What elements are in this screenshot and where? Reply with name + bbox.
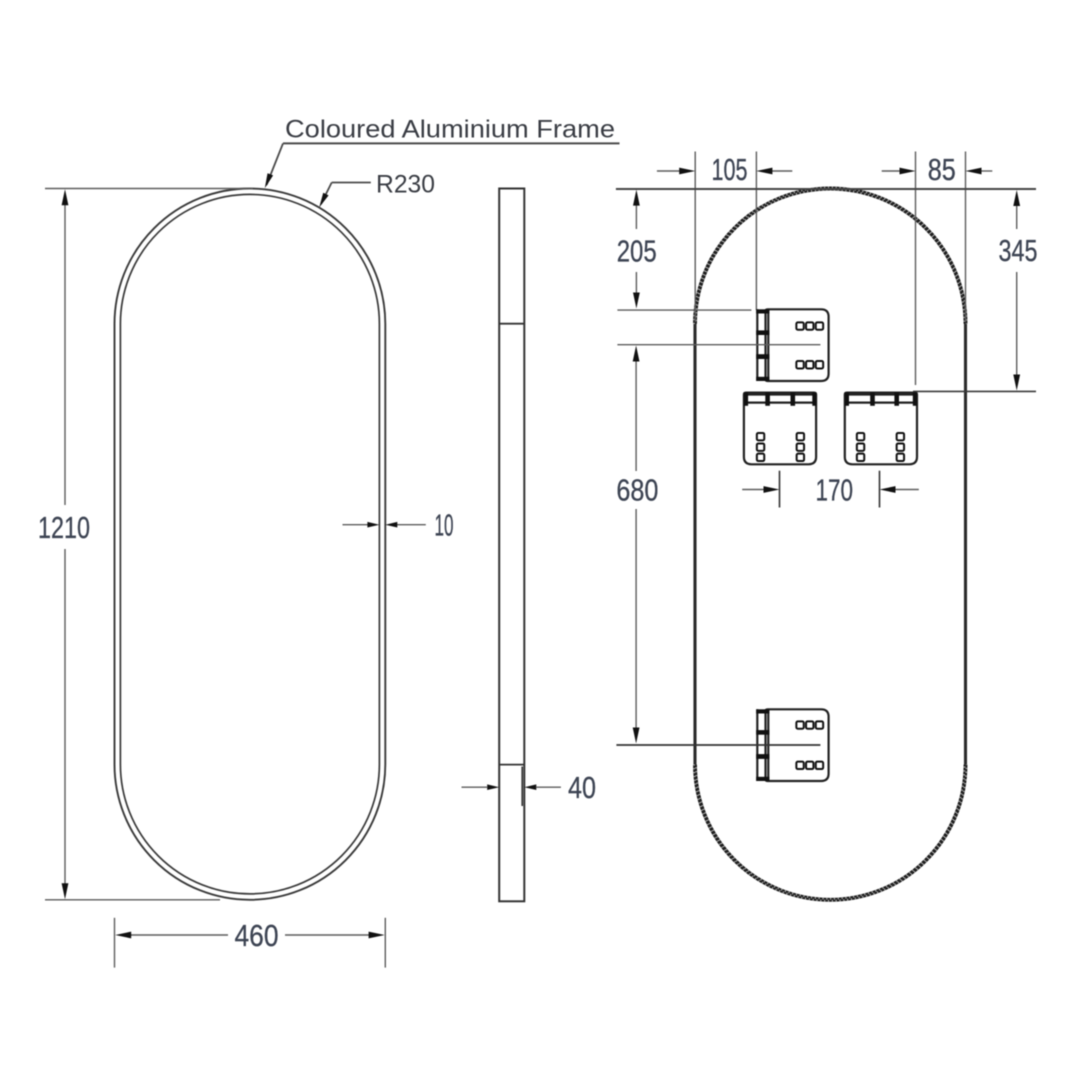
svg-text:R230: R230	[376, 170, 435, 198]
svg-text:Coloured Aluminium Frame: Coloured Aluminium Frame	[285, 116, 615, 144]
svg-text:85: 85	[928, 152, 956, 187]
svg-text:105: 105	[712, 152, 748, 187]
svg-text:1210: 1210	[38, 510, 90, 545]
svg-text:205: 205	[617, 233, 657, 268]
svg-text:40: 40	[568, 770, 596, 805]
svg-text:680: 680	[616, 473, 658, 508]
svg-text:10: 10	[435, 508, 454, 543]
svg-text:345: 345	[999, 233, 1038, 268]
svg-text:460: 460	[235, 918, 279, 953]
svg-text:170: 170	[816, 472, 854, 507]
